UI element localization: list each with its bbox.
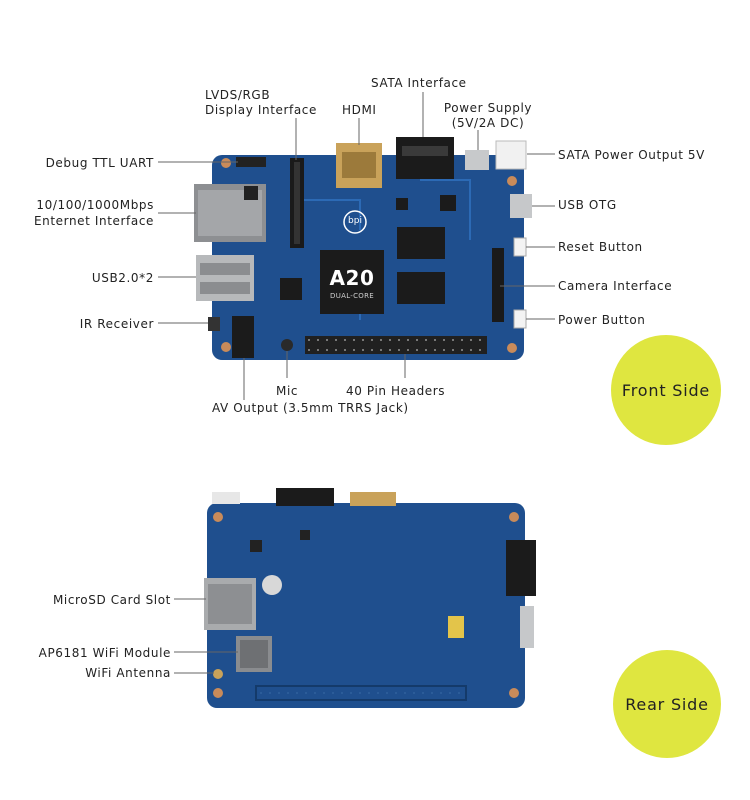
mount-hole [221,158,231,168]
label-wifi-module: AP6181 WiFi Module [38,646,171,660]
label-microsd: MicroSD Card Slot [52,593,171,607]
sata-power-connector [495,140,527,170]
label-reset-button: Reset Button [558,240,643,254]
ir-receiver [208,317,220,331]
label-power-supply-1: Power Supply [443,101,533,115]
bpi-logo [343,210,367,234]
label-debug-uart: Debug TTL UART [45,156,154,170]
wifi-antenna [213,669,223,679]
power-button [513,309,527,329]
front-leader-lines [158,92,555,400]
soc-sub: DUAL-CORE [330,292,374,300]
rear-pcb [207,503,525,708]
label-sata-power: SATA Power Output 5V [558,148,705,162]
rear-leader-lines [174,598,238,674]
label-ethernet-2: Enternet Interface [33,214,154,228]
reset-button [513,237,527,257]
mount-hole [507,176,517,186]
mount-hole [213,688,223,698]
mount-hole [213,512,223,522]
label-ir-receiver: IR Receiver [79,317,154,331]
mic [281,339,293,351]
rear-side-badge: Rear Side [613,650,721,758]
front-side-badge: Front Side [611,335,721,445]
label-av-output: AV Output (3.5mm TRRS Jack) [212,401,409,415]
label-mic: Mic [276,384,299,398]
mount-hole [221,342,231,352]
ram-chip [397,227,445,259]
label-usb-otg: USB OTG [558,198,617,212]
debug-uart-header [236,157,266,167]
rear-side-text: Rear Side [625,694,709,714]
label-sata: SATA Interface [371,76,467,90]
mount-hole [509,512,519,522]
usb-otg-port [510,194,532,218]
label-power-supply-2: (5V/2A DC) [451,116,525,130]
label-pin-headers: 40 Pin Headers [346,384,446,398]
label-lvds-1: LVDS/RGB [205,88,271,102]
camera-connector [492,248,504,322]
soc-name: A20 [329,266,375,290]
bpi-logo-text: bpi [348,216,362,226]
ram-chip [397,272,445,304]
label-camera: Camera Interface [558,279,673,293]
av-jack [232,316,254,358]
front-side-text: Front Side [621,380,711,400]
mount-hole [509,688,519,698]
a20-soc [320,250,384,314]
dc-power-jack [465,150,489,170]
label-wifi-antenna: WiFi Antenna [85,666,171,680]
pin-header [305,336,487,354]
label-lvds-2: Display Interface [205,103,317,117]
sata-port [396,137,454,179]
label-power-button: Power Button [558,313,646,327]
mount-hole [507,343,517,353]
label-ethernet-1: 10/100/1000Mbps [36,198,154,212]
label-usb: USB2.0*2 [91,271,154,285]
usb-port [196,255,254,301]
label-hdmi: HDMI [342,103,377,117]
